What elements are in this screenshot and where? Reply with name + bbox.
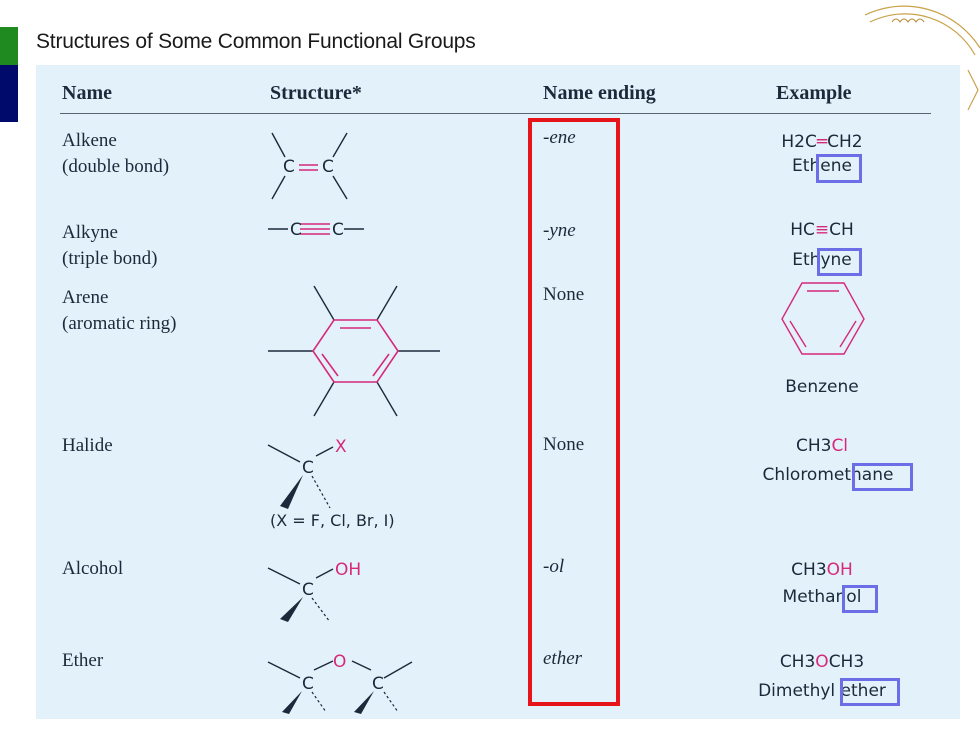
example-name-alkyne: Ethyne: [792, 250, 852, 270]
page-title: Structures of Some Common Functional Gro…: [36, 30, 476, 53]
example-name-alkene: Ethene: [792, 156, 852, 176]
example-formula-alkene: H2C═CH2: [781, 132, 863, 152]
row-name-arene: Arene (aromatic ring): [62, 287, 177, 334]
example-formula-alkyne: HC≡CH: [790, 220, 854, 240]
suffix-highlight-box: [817, 248, 862, 276]
logo-seal-icon: [864, 5, 980, 111]
ending-alkyne: -yne: [543, 220, 576, 241]
example-formula-alcohol: CH3OH: [791, 560, 853, 580]
row-name-halide: Halide: [62, 435, 113, 456]
row-name-alcohol: Alcohol: [62, 558, 124, 579]
halide-group-label: X: [335, 437, 347, 457]
atom-label: C: [322, 157, 334, 177]
row-name-ether: Ether: [62, 650, 104, 671]
ending-ether: ether: [543, 648, 583, 669]
atom-label: C: [302, 580, 314, 600]
example-name-halide: Chloromethane: [762, 465, 894, 485]
header-structure: Structure*: [270, 82, 362, 104]
header-name-ending: Name ending: [543, 82, 656, 104]
header-name: Name: [62, 82, 112, 104]
atom-label: C: [283, 157, 295, 177]
benzene-example-icon: [781, 282, 865, 355]
alcohol-group-label: OH: [335, 560, 361, 580]
suffix-highlight-box: [840, 678, 900, 706]
ether-group-label: O: [333, 652, 346, 672]
row-name-alkene: Alkene (double bond): [62, 130, 170, 177]
example-name-arene: Benzene: [785, 377, 859, 397]
atom-label: C: [302, 458, 314, 478]
suffix-highlight-box: [852, 463, 913, 491]
example-formula-halide: CH3Cl: [795, 436, 849, 456]
ending-alcohol: -ol: [543, 556, 565, 577]
accent-bar-navy: [0, 65, 18, 122]
header-example: Example: [776, 82, 852, 104]
ending-arene: None: [543, 284, 585, 305]
accent-bar-green: [0, 27, 18, 65]
table-panel: [36, 65, 960, 719]
atom-label: C: [290, 220, 302, 240]
atom-label: C: [302, 674, 314, 694]
suffix-highlight-box: [816, 154, 862, 183]
suffix-highlight-box: [842, 585, 878, 613]
ending-alkene: -ene: [543, 127, 576, 148]
ending-halide: None: [543, 434, 585, 455]
halide-note: (X = F, Cl, Br, I): [270, 511, 395, 530]
row-name-alkyne: Alkyne (triple bond): [62, 222, 158, 269]
atom-label: C: [332, 220, 344, 240]
example-name-ether: Dimethyl ether: [758, 681, 886, 701]
name-ending-highlight-box: [528, 118, 620, 706]
atom-label: C: [372, 674, 384, 694]
header-rule: [60, 113, 931, 114]
example-formula-ether: CH3OCH3: [779, 652, 865, 672]
example-name-alcohol: Methanol: [782, 587, 862, 607]
